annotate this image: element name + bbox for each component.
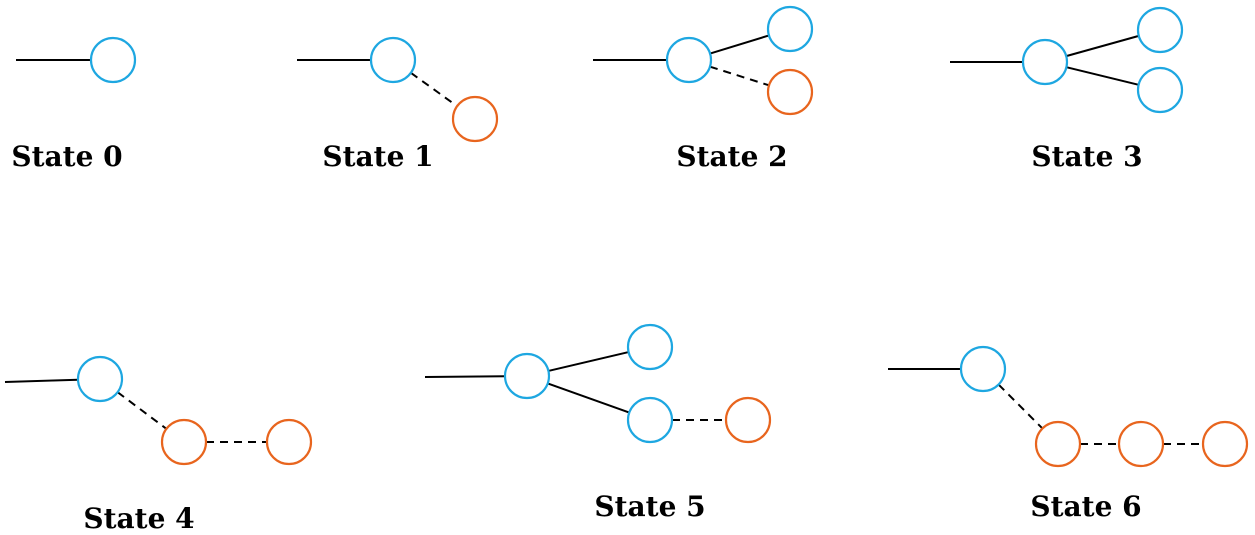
- state-3-label: State 3: [1031, 140, 1143, 173]
- state-3-node-b-active: [1136, 6, 1184, 54]
- state-4-group: [4, 355, 313, 466]
- state-6-node-c-pending: [1117, 420, 1165, 468]
- state-6-label: State 6: [1030, 490, 1142, 523]
- state-1-edge-a-b-dashed: [410, 72, 458, 107]
- state-4-node-c-pending: [265, 418, 313, 466]
- state-5-node-d-pending: [724, 396, 772, 444]
- state-5-edge-a-b-solid: [548, 351, 629, 372]
- state-4-label: State 4: [83, 502, 195, 535]
- state-6-edge-a-b-dashed: [997, 383, 1044, 430]
- state-1-node-a-active: [369, 36, 417, 84]
- state-3-group: [950, 6, 1184, 114]
- state-1-group: [297, 36, 499, 143]
- state-2-node-c-pending: [766, 68, 814, 116]
- state-5-edge-root-a-solid: [424, 375, 506, 378]
- state-3-edge-a-c-solid: [1066, 66, 1139, 86]
- state-6-node-b-pending: [1034, 420, 1082, 468]
- state-2-label: State 2: [676, 140, 788, 173]
- state-4-node-b-pending: [160, 418, 208, 466]
- state-3-node-c-active: [1136, 66, 1184, 114]
- state-5-edge-a-c-solid: [547, 382, 630, 414]
- state-2-edge-a-b-solid: [709, 34, 770, 55]
- state-4-node-a-active: [76, 355, 124, 403]
- state-0-node-a-active: [89, 36, 137, 84]
- state-5-group: [424, 323, 772, 444]
- state-4-edge-a-b-dashed: [116, 391, 167, 430]
- state-0-group: [16, 36, 137, 84]
- state-6-node-d-pending: [1201, 420, 1249, 468]
- state-6-group: [888, 345, 1249, 468]
- state-5-label: State 5: [594, 490, 706, 523]
- state-2-group: [593, 5, 814, 116]
- state-5-node-a-active: [503, 352, 551, 400]
- state-6-node-a-active: [959, 345, 1007, 393]
- state-0-label: State 0: [11, 140, 123, 173]
- state-2-edge-a-c-dashed: [709, 65, 770, 87]
- state-5-node-b-active: [626, 323, 674, 371]
- state-1-node-b-pending: [451, 95, 499, 143]
- state-3-node-a-active: [1021, 38, 1069, 86]
- state-4-edge-root-a-solid: [4, 378, 79, 383]
- state-5-node-c-active: [626, 396, 674, 444]
- state-1-label: State 1: [322, 140, 434, 173]
- state-2-node-b-active: [766, 5, 814, 53]
- state-2-node-a-active: [665, 36, 713, 84]
- state-3-edge-a-b-solid: [1065, 34, 1140, 58]
